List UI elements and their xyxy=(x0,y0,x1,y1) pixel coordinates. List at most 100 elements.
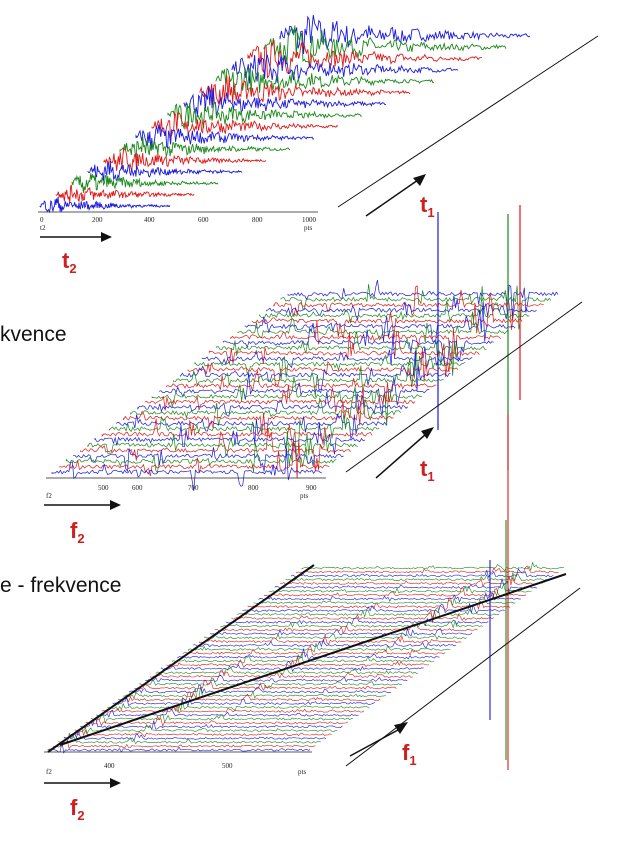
spectrum-trace xyxy=(144,384,416,413)
spectrum-trace xyxy=(180,350,451,394)
spectrum-trace xyxy=(247,597,511,611)
panel3-f1-arrow-line xyxy=(349,729,399,757)
spectrum-trace xyxy=(182,645,446,656)
spectrum-trace xyxy=(87,433,358,457)
panel3-unit-label: pts xyxy=(298,768,306,776)
spectrum-trace xyxy=(301,561,565,572)
spectrum-trace xyxy=(231,609,494,623)
panel2-tick: 700 xyxy=(188,484,199,492)
spectrum-trace xyxy=(53,739,316,750)
spectrum-trace xyxy=(199,635,462,646)
panel2-caption: kvence xyxy=(0,323,67,346)
spectrum-trace xyxy=(96,706,359,718)
fid-trace xyxy=(167,101,362,131)
panel3-traces xyxy=(47,414,565,770)
spectrum-trace xyxy=(194,346,466,380)
fid-trace xyxy=(199,75,411,106)
panel3-diagonal xyxy=(59,573,567,746)
spectrum-trace xyxy=(101,704,365,714)
panel2-unit-label: pts xyxy=(300,492,308,500)
panel1-axis-bottom: t2 xyxy=(62,248,77,276)
fid-trace xyxy=(215,67,434,95)
panel1-depth-line xyxy=(337,35,599,208)
spectrum-trace xyxy=(259,286,530,324)
fid-trace xyxy=(183,85,387,117)
panel1-tick: 800 xyxy=(252,216,263,224)
spectrum-trace xyxy=(108,413,380,458)
fid-trace xyxy=(247,39,483,80)
spectrum-trace xyxy=(285,572,548,582)
spectrum-trace xyxy=(130,386,401,426)
spectrum-trace xyxy=(150,669,413,679)
spectrum-trace xyxy=(209,627,473,637)
panel1-ticks: 0 200 400 600 800 1000 xyxy=(40,216,317,224)
spectrum-trace xyxy=(155,665,419,675)
panel3-axis-depth: f1 xyxy=(402,740,417,768)
spectrum-trace xyxy=(74,723,338,735)
spectrum-trace xyxy=(123,388,394,436)
panel1-t1-arrow-line xyxy=(365,179,419,217)
panel1-unit-label: pts xyxy=(304,224,312,232)
fid-trace xyxy=(151,112,339,139)
spectrum-trace xyxy=(173,359,444,397)
fid-trace xyxy=(87,160,243,182)
spectrum-trace xyxy=(118,691,381,703)
panel2-t1-arrow-head xyxy=(421,427,434,439)
panel1-t1-arrow-head xyxy=(413,174,426,186)
fid-trace xyxy=(103,146,267,171)
panel3-small-axis-label: f2 xyxy=(46,768,52,776)
panel2-tick: 600 xyxy=(132,484,143,492)
spectrum-trace xyxy=(269,583,532,597)
spectrum-trace xyxy=(172,652,435,664)
panel1-tick: 200 xyxy=(92,216,103,224)
panel2-tick: 500 xyxy=(98,484,109,492)
spectrum-trace xyxy=(145,674,408,683)
panel3-caption: e - frekvence xyxy=(0,574,122,597)
spectrum-trace xyxy=(237,311,509,343)
spectrum-trace xyxy=(177,648,440,662)
panel2-axis-bottom: f2 xyxy=(70,518,85,546)
spectrum-trace xyxy=(251,292,523,339)
panel3-tick: 400 xyxy=(104,762,115,770)
spectrum-trace xyxy=(137,392,409,417)
spectrum-trace xyxy=(58,732,321,745)
spectrum-trace xyxy=(73,443,344,473)
spectrum-trace xyxy=(69,727,332,738)
fid-trace xyxy=(39,196,171,214)
fid-trace xyxy=(71,173,219,193)
spectrum-trace xyxy=(128,684,392,695)
panel2-f2-arrow-head xyxy=(110,500,121,510)
panel-freq-freq: 400 500 f2 pts f2 f1 xyxy=(44,414,581,823)
spectrum-trace xyxy=(134,680,397,691)
spectrum-trace xyxy=(47,740,311,754)
panel1-axis-depth: t1 xyxy=(420,192,435,220)
spectrum-trace xyxy=(166,656,430,668)
panel2-tick: 900 xyxy=(306,484,317,492)
spectrum-trace xyxy=(65,430,337,474)
panel3-axis-bottom: f2 xyxy=(70,795,85,823)
panel3-ticks: 400 500 xyxy=(104,762,233,770)
spectrum-trace xyxy=(226,617,489,626)
spectrum-trace xyxy=(208,330,480,377)
spectrum-trace xyxy=(296,565,559,574)
spectrum-trace xyxy=(58,439,330,479)
spectrum-trace xyxy=(139,677,402,688)
spectrum-trace xyxy=(112,696,375,707)
panel2-traces xyxy=(51,205,559,492)
panel2-depth-line xyxy=(345,301,583,473)
spectrum-trace xyxy=(158,372,430,417)
spectrum-trace xyxy=(188,642,451,653)
fid-trace xyxy=(135,124,315,150)
fid-trace xyxy=(231,54,459,84)
spectrum-trace xyxy=(253,596,516,607)
spectrum-trace xyxy=(94,422,366,455)
spectrum-trace xyxy=(220,619,484,629)
panel1-tick: 0 xyxy=(40,216,44,224)
spectrum-trace xyxy=(107,699,370,713)
panel3-f2-arrow-head xyxy=(110,778,121,788)
spectrum-trace xyxy=(280,284,552,330)
spectrum-trace xyxy=(51,448,323,492)
spectrum-trace xyxy=(236,607,500,619)
